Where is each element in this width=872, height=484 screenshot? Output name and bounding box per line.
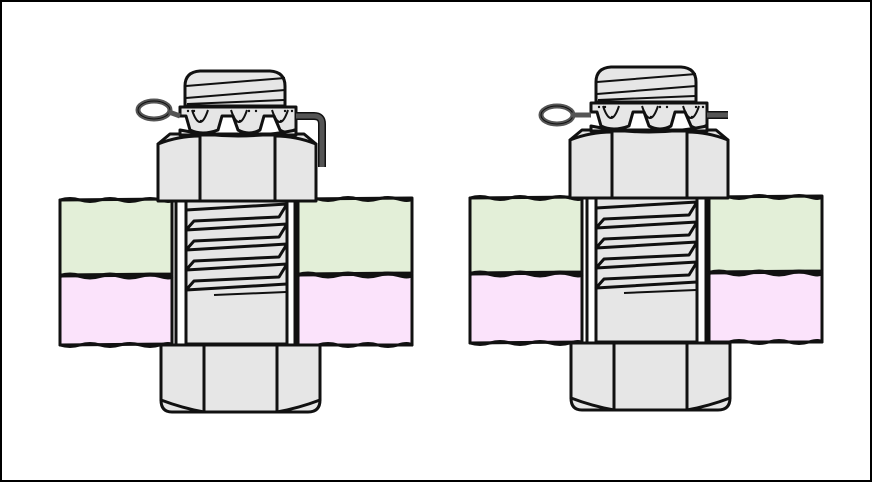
castle-crown-right [589,101,709,134]
bolt-shank-left [184,198,289,346]
plate-upper-right [468,194,824,275]
crown-dots-right [597,105,705,119]
bolt-head-right [569,341,732,412]
assembly-left [58,69,414,414]
cotter-pin-left [135,98,326,167]
crown-dots-left [186,109,294,123]
nut-left [156,132,318,203]
assembly-right [468,65,824,412]
bolt-tip-left [183,69,287,108]
bolt-tip-right [594,65,698,104]
cotter-pin-right [538,103,728,127]
nut-right [568,128,730,200]
plate-upper-left [58,196,414,277]
plate-lower-left [58,271,414,348]
castle-crown-left [178,105,298,138]
bolt-shank-right [594,196,699,344]
plate-lower-right [468,269,824,346]
bolt-head-left [159,343,322,414]
